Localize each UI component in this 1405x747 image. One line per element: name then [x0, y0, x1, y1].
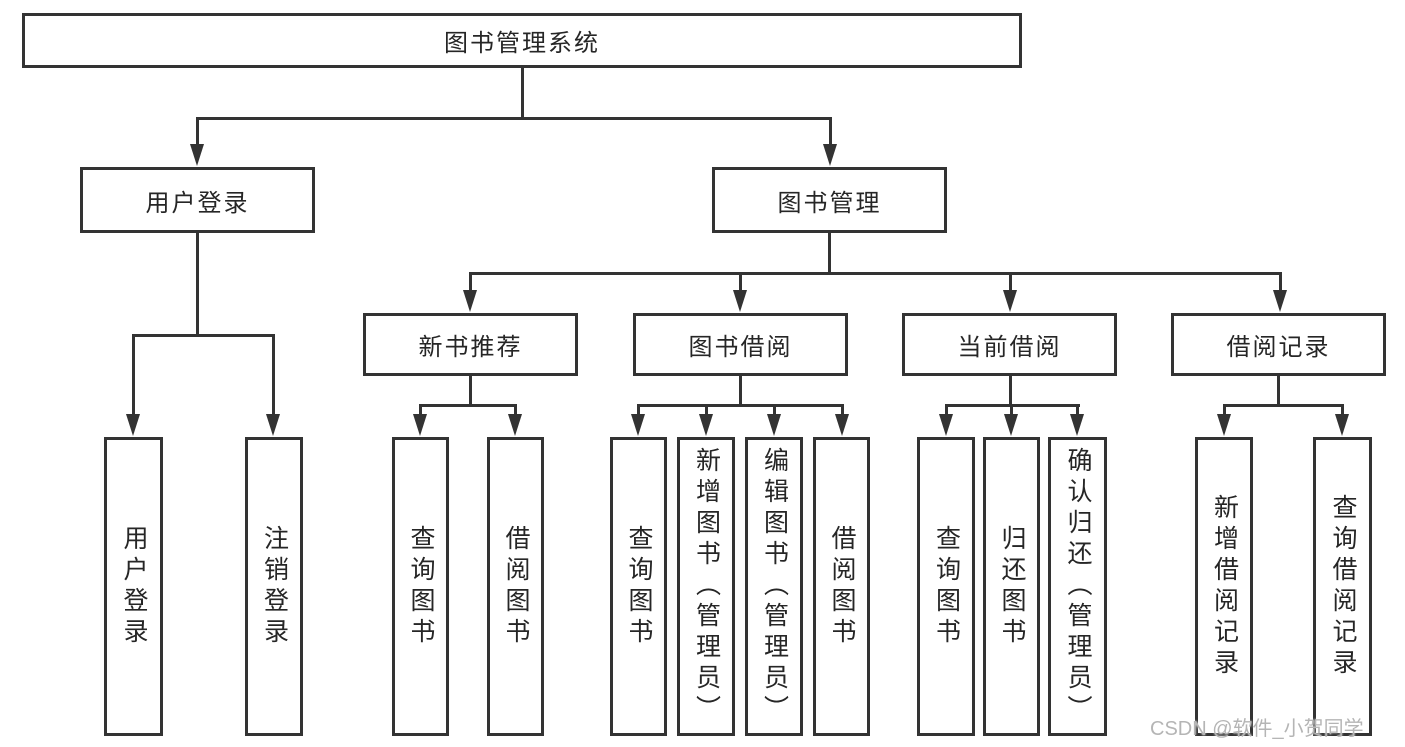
leaf-user-login: 用户登录 [104, 437, 163, 736]
node-current-borrow: 当前借阅 [902, 313, 1117, 376]
leaf-edit-books-admin-label: 编辑图书（管理员） [760, 447, 789, 726]
leaf-query-borrow-record: 查询借阅记录 [1313, 437, 1372, 736]
leaf-add-borrow-record: 新增借阅记录 [1195, 437, 1253, 736]
connector-line [196, 117, 832, 120]
connector-line [739, 376, 742, 407]
arrow-head [733, 290, 747, 312]
connector-line [637, 404, 640, 416]
arrow-head [508, 414, 522, 436]
node-current-borrow-label: 当前借阅 [957, 334, 1062, 361]
arrow-head [413, 414, 427, 436]
leaf-edit-books-admin: 编辑图书（管理员） [745, 437, 803, 736]
leaf-borrow-books-label: 借阅图书 [828, 524, 856, 649]
connector-line [1009, 376, 1012, 407]
leaf-query-books-current: 查询图书 [917, 437, 975, 736]
connector-line [1223, 404, 1344, 407]
arrow-head [767, 414, 781, 436]
leaf-confirm-return-admin-label: 确认归还（管理员） [1064, 447, 1092, 726]
leaf-query-books-borrow: 查询图书 [610, 437, 667, 736]
leaf-borrow-books-recommend: 借阅图书 [487, 437, 544, 736]
leaf-borrow-books: 借阅图书 [813, 437, 870, 736]
watermark-text: CSDN @软件_小贺同学 [1150, 718, 1364, 740]
arrow-head [823, 144, 837, 166]
connector-line [1009, 272, 1012, 292]
arrow-head [1335, 414, 1349, 436]
arrow-head [835, 414, 849, 436]
connector-line [521, 66, 524, 119]
node-new-book-recommend-label: 新书推荐 [418, 334, 523, 361]
arrow-head [190, 144, 204, 166]
connector-line [469, 272, 1282, 275]
arrow-head [631, 414, 645, 436]
leaf-logout-login: 注销登录 [245, 437, 303, 736]
connector-line [469, 272, 472, 292]
node-book-management-label: 图书管理 [777, 189, 882, 217]
leaf-query-books-borrow-label: 查询图书 [625, 524, 653, 649]
node-book-borrow: 图书借阅 [633, 313, 848, 376]
connector-line [469, 376, 472, 407]
connector-line [828, 233, 831, 275]
leaf-user-login-label: 用户登录 [120, 524, 148, 649]
leaf-query-books-recommend-label: 查询图书 [407, 524, 435, 649]
node-user-login: 用户登录 [80, 167, 315, 233]
leaf-query-books-current-label: 查询图书 [932, 524, 961, 649]
arrow-head [1273, 290, 1287, 312]
connector-line [419, 404, 422, 416]
arrow-head [1003, 290, 1017, 312]
connector-line [841, 404, 844, 416]
leaf-query-books-recommend: 查询图书 [392, 437, 449, 736]
connector-line [196, 117, 199, 146]
arrow-head [463, 290, 477, 312]
connector-line [1076, 404, 1079, 416]
connector-line [637, 404, 844, 407]
leaf-add-books-admin-label: 新增图书（管理员） [692, 447, 721, 726]
node-root-label: 图书管理系统 [444, 30, 600, 57]
leaf-borrow-books-recommend-label: 借阅图书 [502, 524, 530, 649]
connector-line [705, 404, 708, 416]
node-new-book-recommend: 新书推荐 [363, 313, 578, 376]
connector-line [419, 404, 517, 407]
connector-line [1279, 272, 1282, 292]
arrow-head [699, 414, 713, 436]
arrow-head [126, 414, 140, 436]
connector-line [196, 233, 199, 337]
connector-line [1223, 404, 1226, 416]
node-book-borrow-label: 图书借阅 [688, 334, 793, 361]
leaf-logout-login-label: 注销登录 [260, 524, 289, 649]
connector-line [1277, 376, 1280, 407]
node-borrow-records: 借阅记录 [1171, 313, 1386, 376]
connector-line [1010, 404, 1013, 416]
arrow-head [1217, 414, 1231, 436]
arrow-head [939, 414, 953, 436]
connector-line [132, 334, 275, 337]
node-borrow-records-label: 借阅记录 [1226, 334, 1331, 361]
connector-line [945, 404, 948, 416]
node-book-management: 图书管理 [712, 167, 947, 233]
node-root: 图书管理系统 [22, 13, 1022, 68]
leaf-query-borrow-record-label: 查询借阅记录 [1329, 493, 1357, 680]
arrow-head [1070, 414, 1084, 436]
connector-line [132, 334, 135, 416]
connector-line [829, 117, 832, 146]
arrow-head [1004, 414, 1018, 436]
leaf-confirm-return-admin: 确认归还（管理员） [1048, 437, 1107, 736]
connector-line [773, 404, 776, 416]
leaf-return-books-label: 归还图书 [998, 524, 1026, 649]
leaf-return-books: 归还图书 [983, 437, 1040, 736]
connector-line [272, 334, 275, 416]
connector-line [514, 404, 517, 416]
connector-line [1341, 404, 1344, 416]
connector-line [739, 272, 742, 292]
arrow-head [266, 414, 280, 436]
leaf-add-books-admin: 新增图书（管理员） [677, 437, 735, 736]
leaf-add-borrow-record-label: 新增借阅记录 [1210, 493, 1239, 680]
node-user-login-label: 用户登录 [145, 189, 250, 217]
